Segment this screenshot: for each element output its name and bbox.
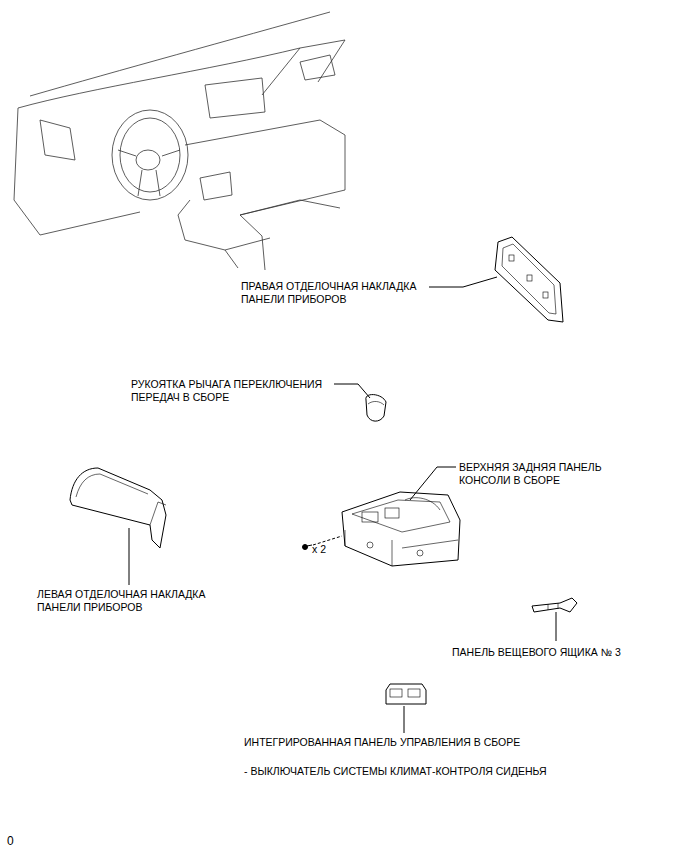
console-panel (342, 492, 460, 566)
part-label: ПРАВАЯ ОТДЕЛОЧНАЯ НАКЛАДКА ПАНЕЛИ ПРИБОР… (241, 280, 420, 306)
right-trim-panel (495, 237, 563, 322)
glove-box-panel (532, 598, 577, 612)
part-label: ЛЕВАЯ ОТДЕЛОЧНАЯ НАКЛАДКА ПАНЕЛИ ПРИБОРО… (37, 588, 209, 614)
part-label: ПАНЕЛЬ ВЕЩЕВОГО ЯЩИКА № 3 (452, 646, 621, 659)
leader-lines (129, 277, 556, 733)
control-panel (386, 684, 426, 704)
left-trim-panel (70, 468, 166, 548)
part-label: ВЕРХНЯЯ ЗАДНЯЯ ПАНЕЛЬ КОНСОЛИ В СБОРЕ (459, 461, 605, 487)
part-label: 0 (7, 835, 14, 848)
part-label: - ВЫКЛЮЧАТЕЛЬ СИСТЕМЫ КЛИМАТ-КОНТРОЛЯ СИ… (244, 765, 547, 778)
dashboard-sketch (14, 12, 345, 270)
part-label: ИНТЕГРИРОВАННАЯ ПАНЕЛЬ УПРАВЛЕНИЯ В СБОР… (244, 736, 520, 749)
part-label: x 2 (312, 543, 326, 556)
part-label: РУКОЯТКА РЫЧАГА ПЕРЕКЛЮЧЕНИЯ ПЕРЕДАЧ В С… (131, 378, 326, 404)
shift-knob (366, 395, 386, 422)
